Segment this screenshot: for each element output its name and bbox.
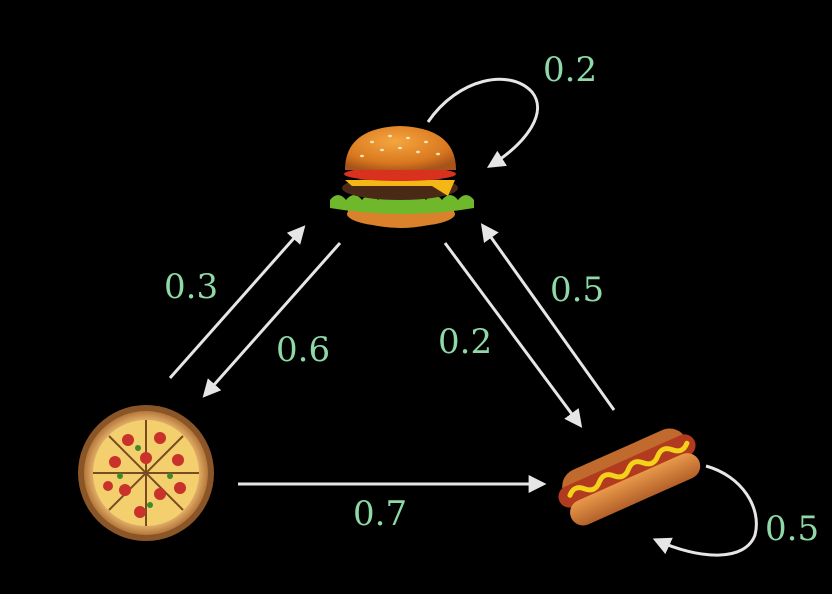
edge-burger-to-burger [426,77,539,168]
label-hotdog-to-burger: 0.5 [550,270,604,310]
pizza-icon [78,405,214,541]
edge-burger-to-pizza [202,242,342,398]
edge-hotdog-to-burger [480,223,616,411]
edge-pizza-to-burger [168,225,306,379]
hotdog-icon [558,428,701,526]
label-pizza-to-burger: 0.3 [164,267,218,307]
label-burger-to-hotdog: 0.2 [438,322,492,362]
label-pizza-to-hotdog: 0.7 [353,494,407,534]
edge-burger-to-hotdog [443,242,583,428]
label-burger-to-burger: 0.2 [543,50,597,90]
edge-hotdog-to-hotdog [652,464,758,557]
label-burger-to-pizza: 0.6 [276,330,330,370]
label-hotdog-to-hotdog: 0.5 [765,509,819,549]
burger-icon [330,126,474,228]
